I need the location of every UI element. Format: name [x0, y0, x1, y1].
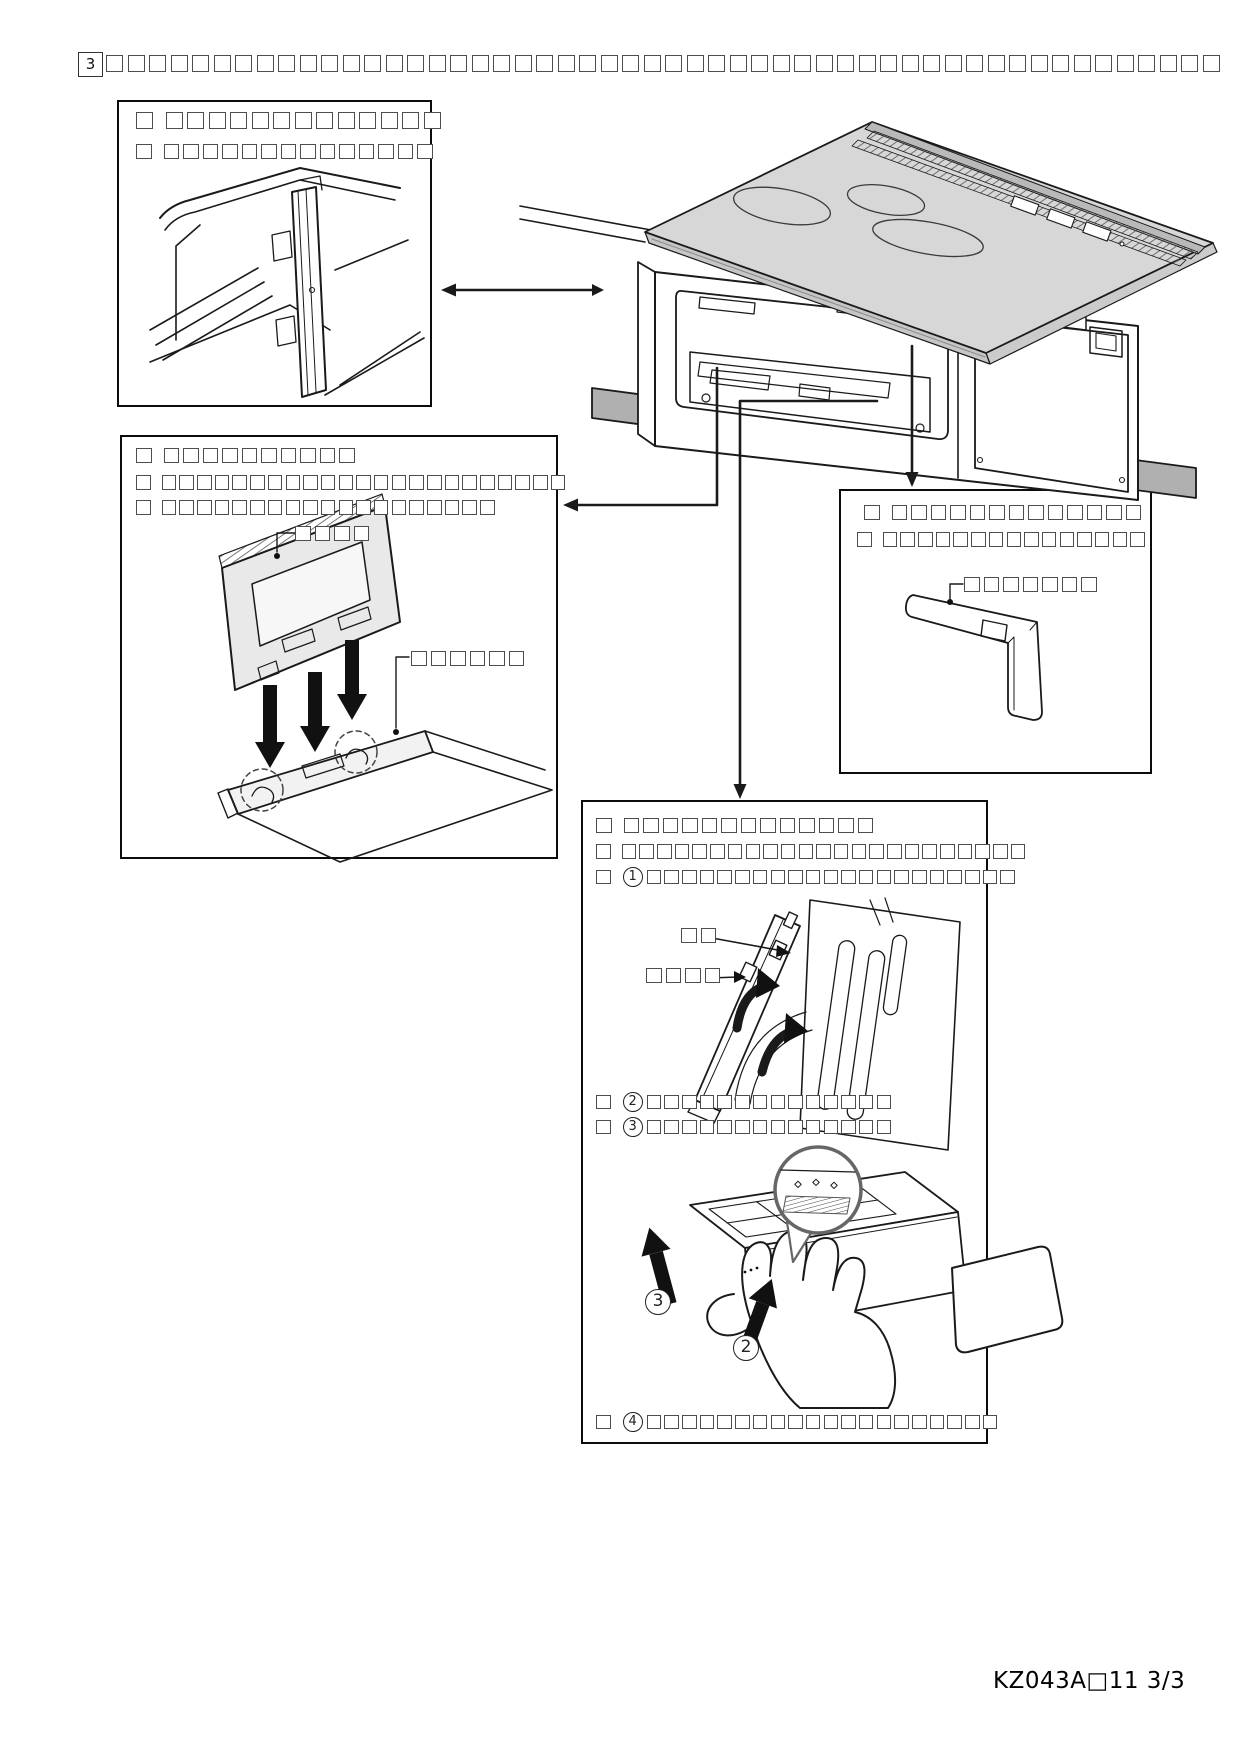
counter-edge-right — [946, 295, 1041, 350]
b-line2 — [596, 843, 1029, 859]
b-line5: 3 — [596, 1117, 894, 1137]
ml-line3 — [136, 499, 498, 515]
frame-label — [411, 650, 528, 667]
r-line1 — [864, 504, 1145, 521]
b-line1 — [596, 817, 877, 834]
b-line4: 2 — [596, 1092, 894, 1112]
ml-line2 — [136, 474, 569, 490]
hook-label — [646, 967, 724, 984]
cooktop-glass — [644, 121, 1214, 354]
b-line6: 4 — [596, 1412, 1000, 1432]
burner-circles — [733, 183, 984, 258]
arrow3-number: 3 — [645, 1289, 671, 1315]
r-line2 — [857, 531, 1148, 547]
leader-to-front-panel-box — [567, 366, 719, 507]
tl-line2 — [136, 143, 437, 160]
callout-box-side-bracket — [117, 100, 432, 407]
tl-line1 — [136, 112, 445, 129]
under-unit-front — [654, 271, 1139, 501]
panel-label — [295, 525, 373, 542]
kick-plate — [591, 387, 1197, 499]
vent-grille — [866, 130, 1199, 260]
bracket-label — [964, 576, 1101, 593]
tab-label — [681, 927, 720, 944]
b-line3: 1 — [596, 867, 1018, 887]
cooktop-illustration — [519, 121, 1218, 501]
counter-edge-left — [519, 205, 652, 243]
step-heading-masked — [106, 55, 1224, 72]
ml-line1 — [136, 447, 359, 464]
document-code: KZ043A□11 3/3 — [993, 1668, 1186, 1694]
step-number-box: 3 — [78, 52, 103, 77]
callout-box-drawer-steps — [581, 800, 988, 1444]
control-box — [974, 317, 1129, 493]
heater-front-panel — [675, 289, 949, 440]
control-keys — [1010, 195, 1125, 247]
arrow2-number: 2 — [733, 1335, 759, 1361]
